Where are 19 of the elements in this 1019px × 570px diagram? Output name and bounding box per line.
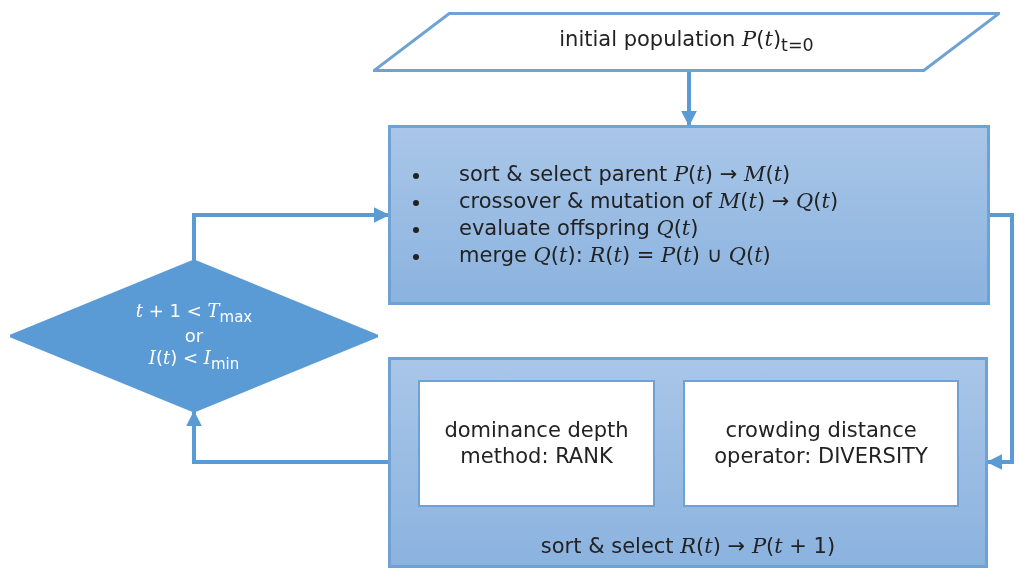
process-box <box>388 125 990 305</box>
bullet-item: evaluate offspring Q(t) <box>413 216 839 242</box>
input-label: initial population P(t)$_{t=0}$ <box>559 27 814 57</box>
method-label: crowding distance operator: DIVERSITY <box>713 418 929 469</box>
method-box <box>418 380 655 507</box>
method-box <box>683 380 959 507</box>
bullet-item: crossover & mutation of M(t) → Q(t) <box>413 188 839 214</box>
method-label: dominance depth method: RANK <box>443 418 630 469</box>
process-label: sort & select R(t) → P(t + 1) <box>539 533 837 559</box>
condition-text: t + 1 < T$_{max}$ <box>135 299 253 326</box>
arrow <box>186 410 388 464</box>
arrow <box>192 207 390 260</box>
arrow <box>681 72 697 127</box>
bullet-item: sort & select parent P(t) → M(t) <box>413 161 839 187</box>
arrow <box>986 213 1014 470</box>
condition-text: or <box>184 325 204 347</box>
process-box <box>388 357 988 568</box>
condition-text: I(t) < I$_{min}$ <box>148 346 240 373</box>
bullet-item: merge Q(t): R(t) = P(t) ∪ Q(t) <box>413 243 839 269</box>
